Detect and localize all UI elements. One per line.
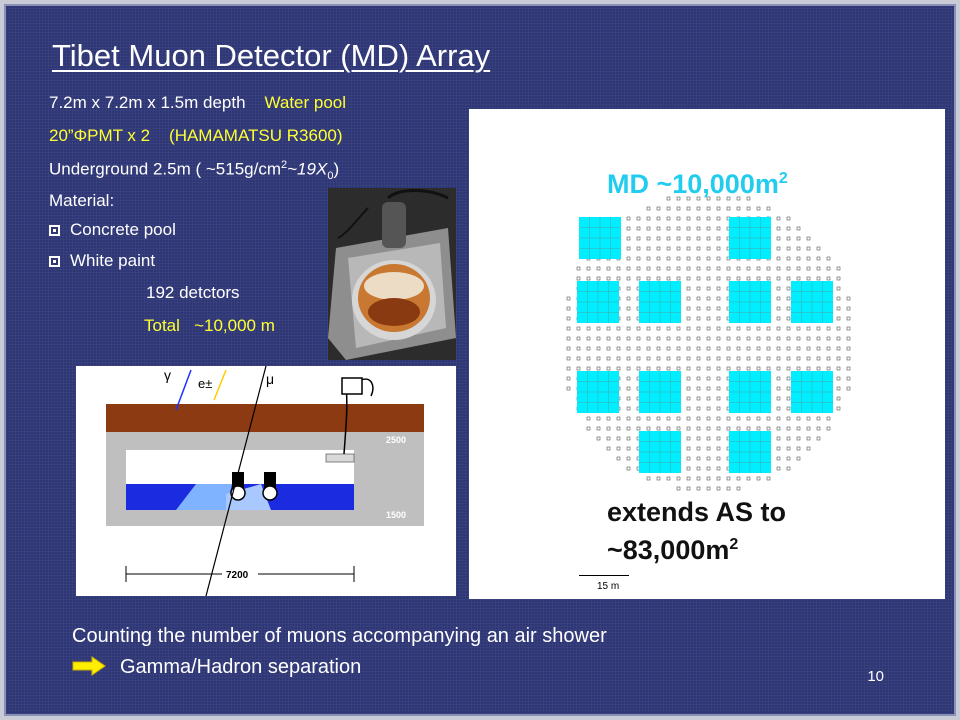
gamma-hadron-text: Gamma/Hadron separation bbox=[120, 656, 362, 678]
page-number: 10 bbox=[867, 668, 884, 685]
electron-label: e± bbox=[198, 376, 212, 391]
extends-area-sup: 2 bbox=[729, 536, 739, 553]
material-heading: Material: bbox=[49, 191, 115, 210]
material-item-paint: White paint bbox=[49, 251, 155, 271]
spec-line-underground: Underground 2.5m ( ~515g/cm2~19X0) bbox=[49, 159, 339, 182]
md-area-sup: 2 bbox=[778, 170, 788, 187]
material-item-concrete: Concrete pool bbox=[49, 220, 176, 240]
scale-bar bbox=[579, 575, 629, 576]
detector-count: 192 detctors bbox=[146, 283, 240, 302]
footer-line2: Gamma/Hadron separation bbox=[72, 656, 361, 679]
extends-label-line2: ~83,000m2 bbox=[607, 535, 738, 566]
spec-line-pool: 7.2m x 7.2m x 1.5m depth Water pool bbox=[49, 93, 346, 113]
md-pools bbox=[577, 217, 833, 473]
right-arrow-icon bbox=[72, 656, 106, 676]
pmt-spec: 20”ΦPMT x 2 bbox=[49, 126, 151, 145]
width-label: 7200 bbox=[226, 570, 249, 581]
water-pool-label: Water pool bbox=[264, 93, 347, 112]
bullet-icon bbox=[49, 225, 60, 236]
pmt-photo bbox=[328, 188, 456, 360]
radiation-length-text: ~19X bbox=[287, 159, 328, 179]
pmt-model: (HAMAMATSU R3600) bbox=[169, 126, 343, 145]
total-area: Total ~10,000 m bbox=[144, 316, 275, 335]
depth-soil-label: 2500 bbox=[386, 435, 406, 445]
underground-close: ) bbox=[333, 159, 340, 179]
spec-line-pmt: 20”ΦPMT x 2 (HAMAMATSU R3600) bbox=[49, 126, 343, 146]
material-paint-label: White paint bbox=[70, 251, 156, 270]
extends-area-text: ~83,000m bbox=[607, 535, 730, 565]
bullet-icon bbox=[49, 256, 60, 267]
slide-title: Tibet Muon Detector (MD) Array bbox=[52, 38, 491, 73]
depth-water-label: 1500 bbox=[386, 510, 406, 520]
gamma-label: γ bbox=[164, 367, 171, 383]
underground-sup: 2 bbox=[281, 159, 288, 171]
slide: Tibet Muon Detector (MD) Array 7.2m x 7.… bbox=[4, 4, 956, 716]
radiation-length-sub: 0 bbox=[327, 170, 334, 183]
footer-line1: Counting the number of muons accompanyin… bbox=[72, 625, 607, 647]
underground-text: Underground 2.5m ( ~515g/cm bbox=[49, 159, 281, 179]
array-map: MD ~10,000m2 extends AS to ~83,000m2 15 … bbox=[469, 109, 945, 599]
pool-dimensions: 7.2m x 7.2m x 1.5m depth bbox=[49, 93, 246, 112]
detector-cross-section: γ e± μ 2500 1500 7200 bbox=[76, 365, 456, 597]
md-area-label: MD ~10,000m2 bbox=[607, 169, 788, 200]
extends-label-line1: extends AS to bbox=[607, 497, 787, 527]
md-area-text: MD ~10,000m bbox=[607, 169, 779, 199]
muon-label: μ bbox=[266, 371, 274, 387]
material-concrete-label: Concrete pool bbox=[70, 220, 176, 239]
scale-label: 15 m bbox=[597, 581, 620, 592]
